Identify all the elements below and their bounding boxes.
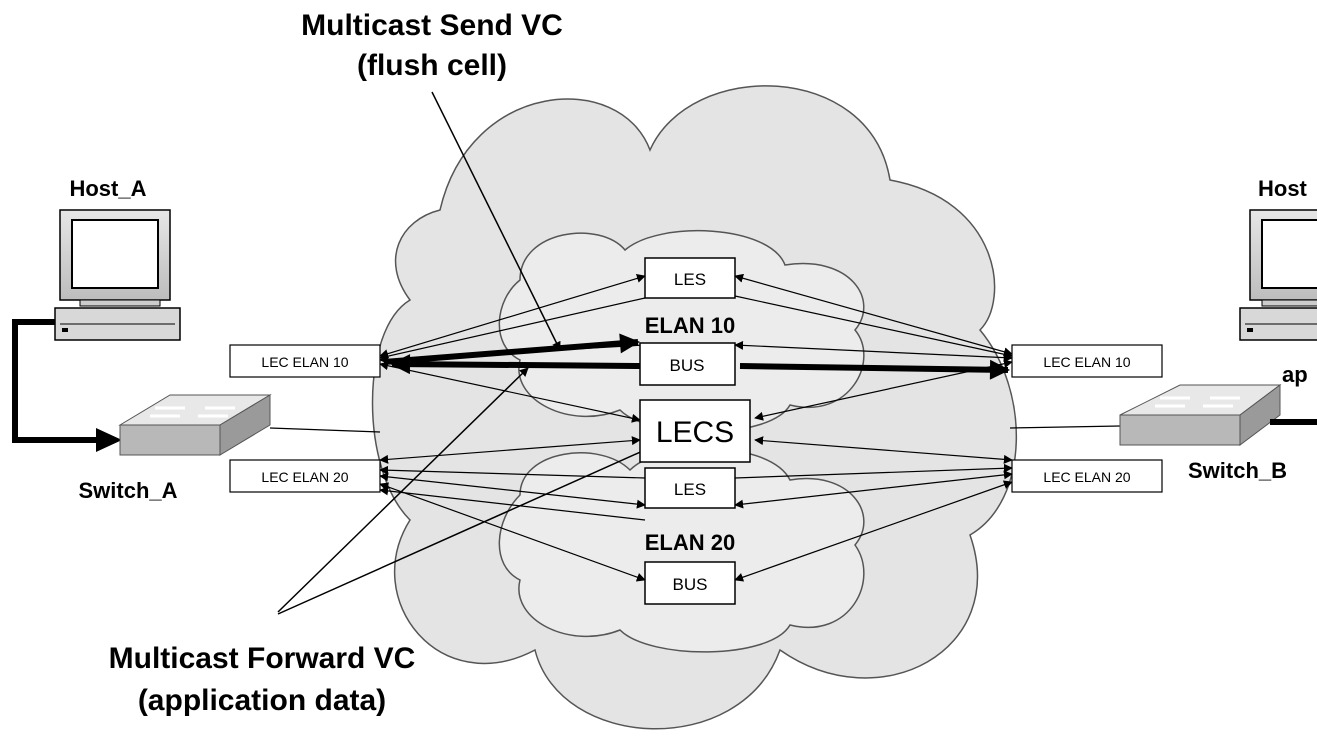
multicast-send-vc-title: Multicast Send VC (301, 9, 563, 42)
les-elan10-label: LES (674, 270, 706, 289)
lec-right-elan10-label: LEC ELAN 10 (1043, 354, 1130, 370)
host-b-partial-label: ap (1282, 362, 1308, 387)
bus-elan10-box: BUS (639, 342, 736, 386)
multicast-forward-vc-subtitle: (application data) (138, 684, 386, 717)
lecs-box: LECS (639, 399, 751, 463)
lec-right-elan10-box: LEC ELAN 10 (1011, 344, 1163, 378)
switch-b-icon (1119, 384, 1282, 446)
bus-elan20-label: BUS (673, 575, 708, 594)
switch-a-label: Switch_A (78, 478, 177, 503)
host-a-label: Host_A (69, 176, 146, 201)
lec-right-elan20-label: LEC ELAN 20 (1043, 469, 1130, 485)
lec-left-elan10-label: LEC ELAN 10 (261, 354, 348, 370)
host-a-cable (12, 319, 110, 443)
switch-a-icon (118, 394, 272, 456)
elan10-label: ELAN 10 (645, 313, 735, 338)
elan20-label: ELAN 20 (645, 530, 735, 555)
bus-elan20-box: BUS (644, 561, 736, 605)
lecs-label: LECS (656, 416, 734, 449)
les-elan10-box: LES (644, 257, 736, 299)
multicast-vc-thick (383, 333, 1010, 380)
host-b-label: Host (1258, 176, 1308, 201)
lec-left-elan20-label: LEC ELAN 20 (261, 469, 348, 485)
switch-b-label: Switch_B (1188, 458, 1287, 483)
host-a-cable-arrowhead (96, 428, 122, 452)
multicast-forward-vc-title: Multicast Forward VC (109, 642, 416, 675)
les-elan20-label: LES (674, 480, 706, 499)
bus-elan10-label: BUS (670, 356, 705, 375)
host-b-computer-icon (1239, 209, 1317, 341)
host-a-computer-icon (54, 209, 181, 341)
lec-right-elan20-box: LEC ELAN 20 (1011, 459, 1163, 493)
multicast-send-vc-subtitle: (flush cell) (357, 49, 507, 82)
les-elan20-box: LES (644, 467, 736, 509)
lec-left-elan20-box: LEC ELAN 20 (229, 459, 381, 493)
lec-left-elan10-box: LEC ELAN 10 (229, 344, 381, 378)
